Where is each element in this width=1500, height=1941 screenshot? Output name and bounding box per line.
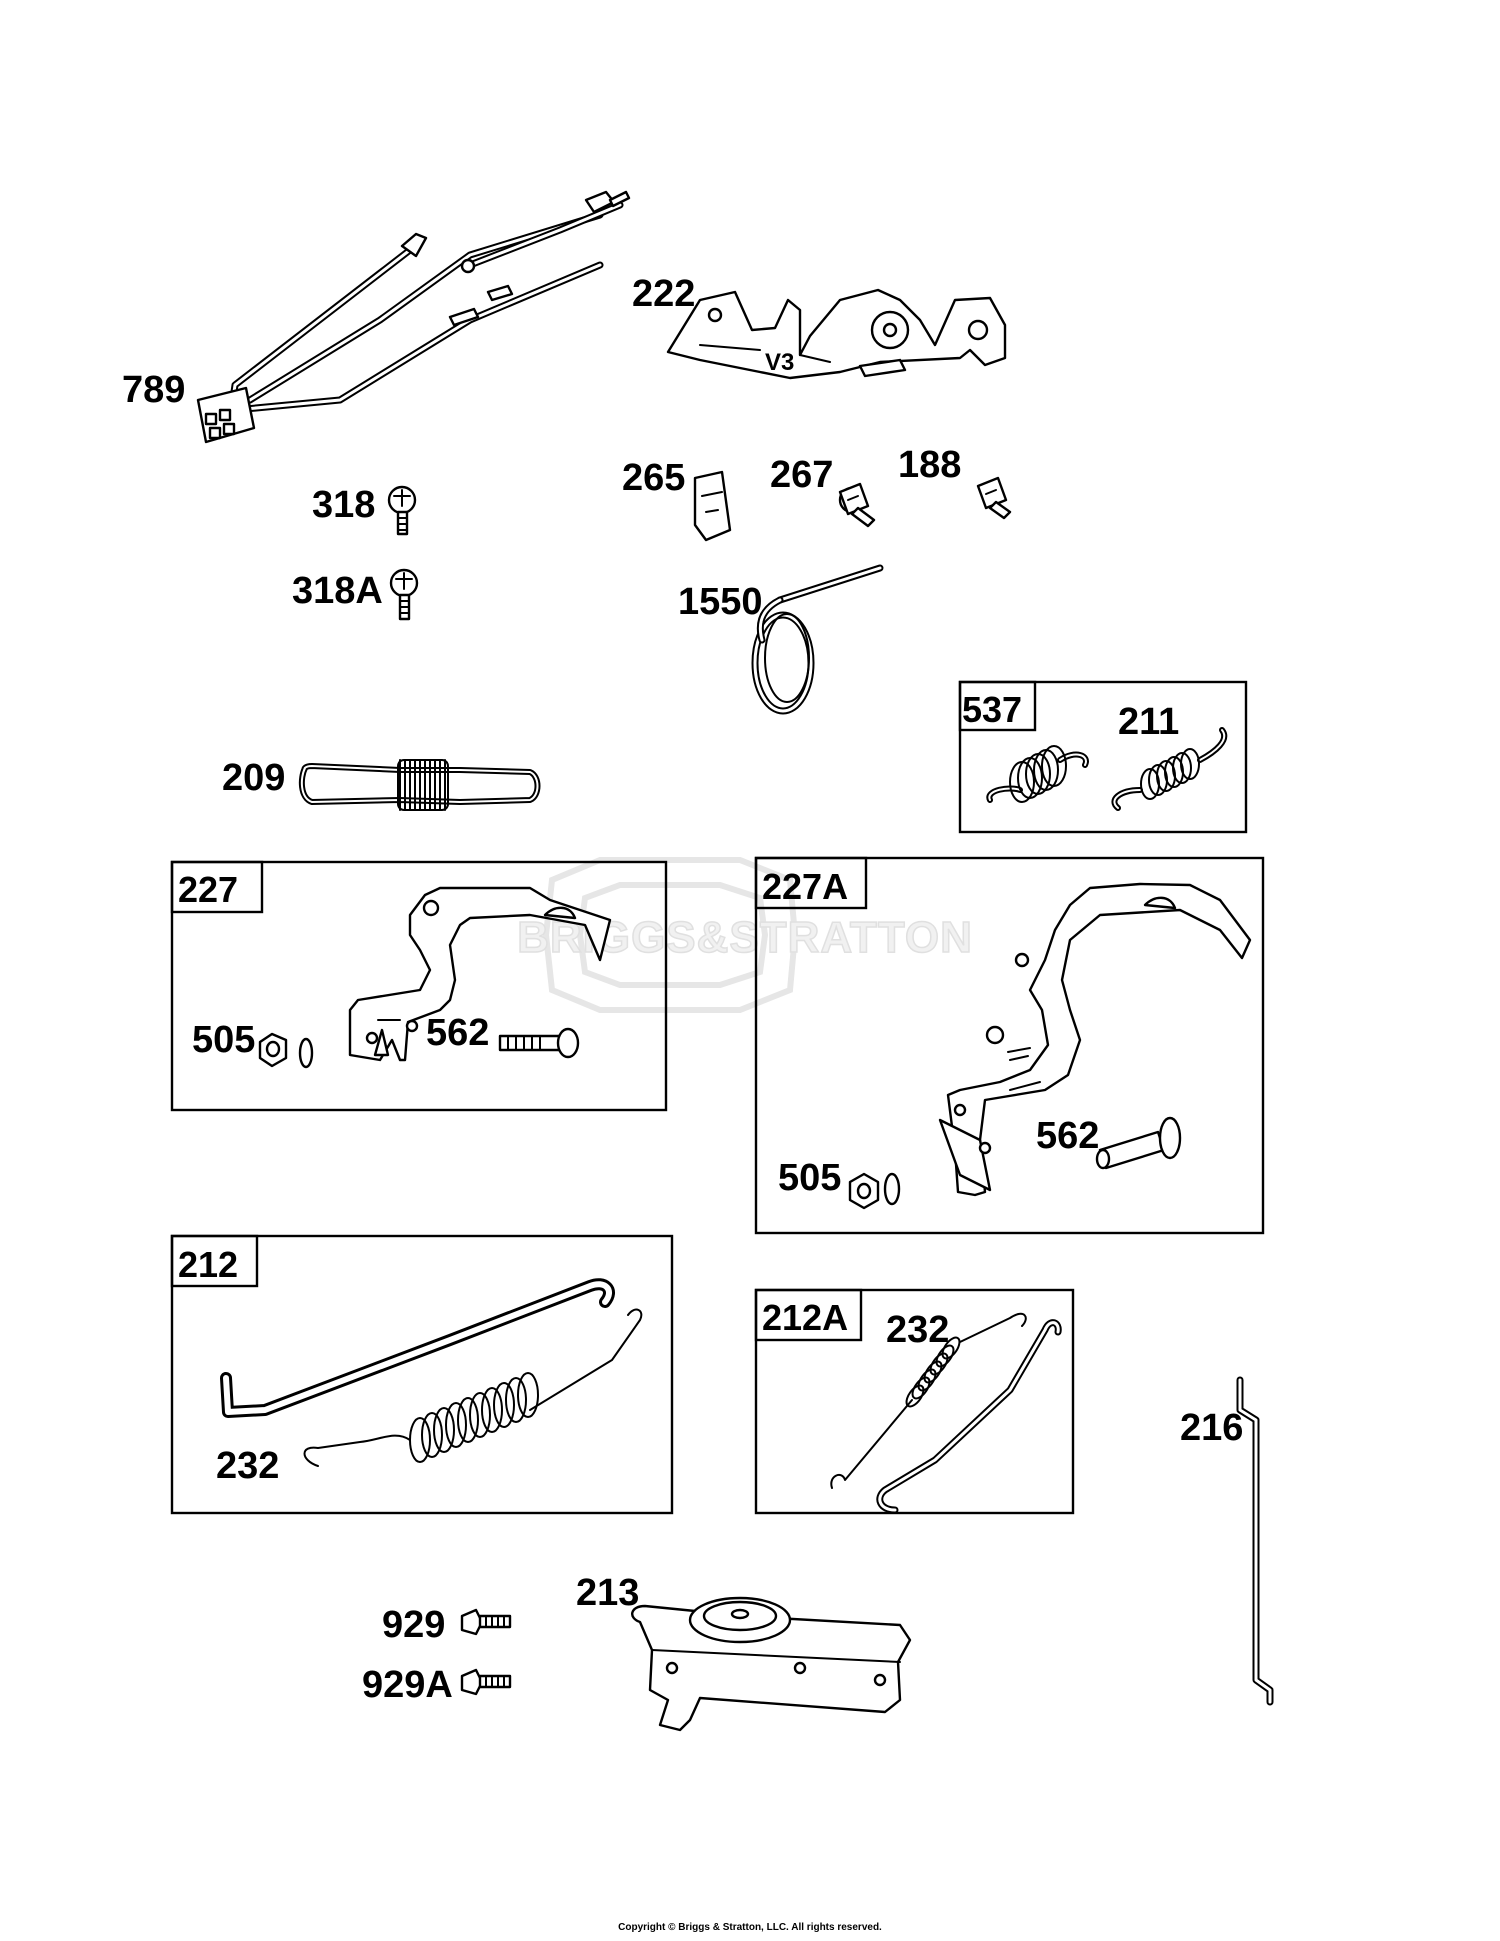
label-265: 265 <box>622 457 685 499</box>
copyright-text: Copyright © Briggs & Stratton, LLC. All … <box>618 1922 882 1933</box>
label-267: 267 <box>770 454 833 496</box>
label-537: 537 <box>962 689 1022 730</box>
label-211: 211 <box>1118 701 1179 743</box>
label-1550: 1550 <box>678 581 763 623</box>
label-213: 213 <box>576 1572 639 1614</box>
label-216: 216 <box>1180 1407 1243 1449</box>
box-537 <box>958 680 1248 834</box>
part-209-spring <box>298 759 541 811</box>
label-227A-505: 505 <box>778 1157 841 1199</box>
part-212-232-spring <box>303 1308 643 1467</box>
label-227A: 227A <box>762 866 848 907</box>
part-227-505-nut <box>258 1032 314 1069</box>
box-212 <box>170 1234 674 1515</box>
box-227A <box>754 856 1265 1235</box>
part-929-screw <box>460 1608 512 1636</box>
label-929: 929 <box>382 1604 445 1646</box>
label-227-562: 562 <box>426 1012 489 1054</box>
part-212A-rod <box>876 1319 1062 1514</box>
part-789-wiring-harness <box>196 190 631 444</box>
label-318: 318 <box>312 484 375 526</box>
part-318A-screw <box>389 568 419 621</box>
part-188-screw <box>976 476 1012 520</box>
part-227A-bracket <box>938 882 1252 1197</box>
part-1550-torsion-spring <box>751 564 884 715</box>
part-212A-232-spring <box>830 1312 1027 1489</box>
label-212A-232: 232 <box>886 1309 949 1351</box>
part-227-562-bolt <box>498 1027 580 1059</box>
box-212A <box>754 1288 1075 1515</box>
label-212: 212 <box>178 1244 238 1285</box>
label-227-505: 505 <box>192 1019 255 1061</box>
part-216-rod <box>1236 1376 1274 1706</box>
part-222-control-bracket: V3 <box>666 288 1007 380</box>
part-267-screw <box>838 482 876 528</box>
part-213-idler-bracket <box>631 1596 912 1732</box>
part-318-screw <box>387 485 417 536</box>
part-929A-screw <box>460 1668 512 1696</box>
part-265-clip <box>693 470 732 542</box>
part-212-rod <box>220 1278 615 1418</box>
part-537-spring <box>986 745 1089 803</box>
label-222: 222 <box>632 273 695 315</box>
label-929A: 929A <box>362 1664 453 1706</box>
label-188: 188 <box>898 444 961 486</box>
part-227-bracket <box>348 886 612 1062</box>
label-789: 789 <box>122 369 185 411</box>
label-318A: 318A <box>292 570 383 612</box>
part-211-spring <box>1111 727 1228 811</box>
label-227A-562: 562 <box>1036 1115 1099 1157</box>
part-227A-562-bolt <box>1095 1116 1182 1170</box>
box-227 <box>170 860 668 1112</box>
part-227A-505-nut <box>848 1172 901 1210</box>
label-212-232: 232 <box>216 1445 279 1487</box>
label-212A: 212A <box>762 1297 848 1338</box>
label-227: 227 <box>178 869 238 910</box>
brand-watermark: BRIGGS&STRATTON <box>516 857 973 1013</box>
label-209: 209 <box>222 757 285 799</box>
part-222-mark: V3 <box>765 349 794 376</box>
